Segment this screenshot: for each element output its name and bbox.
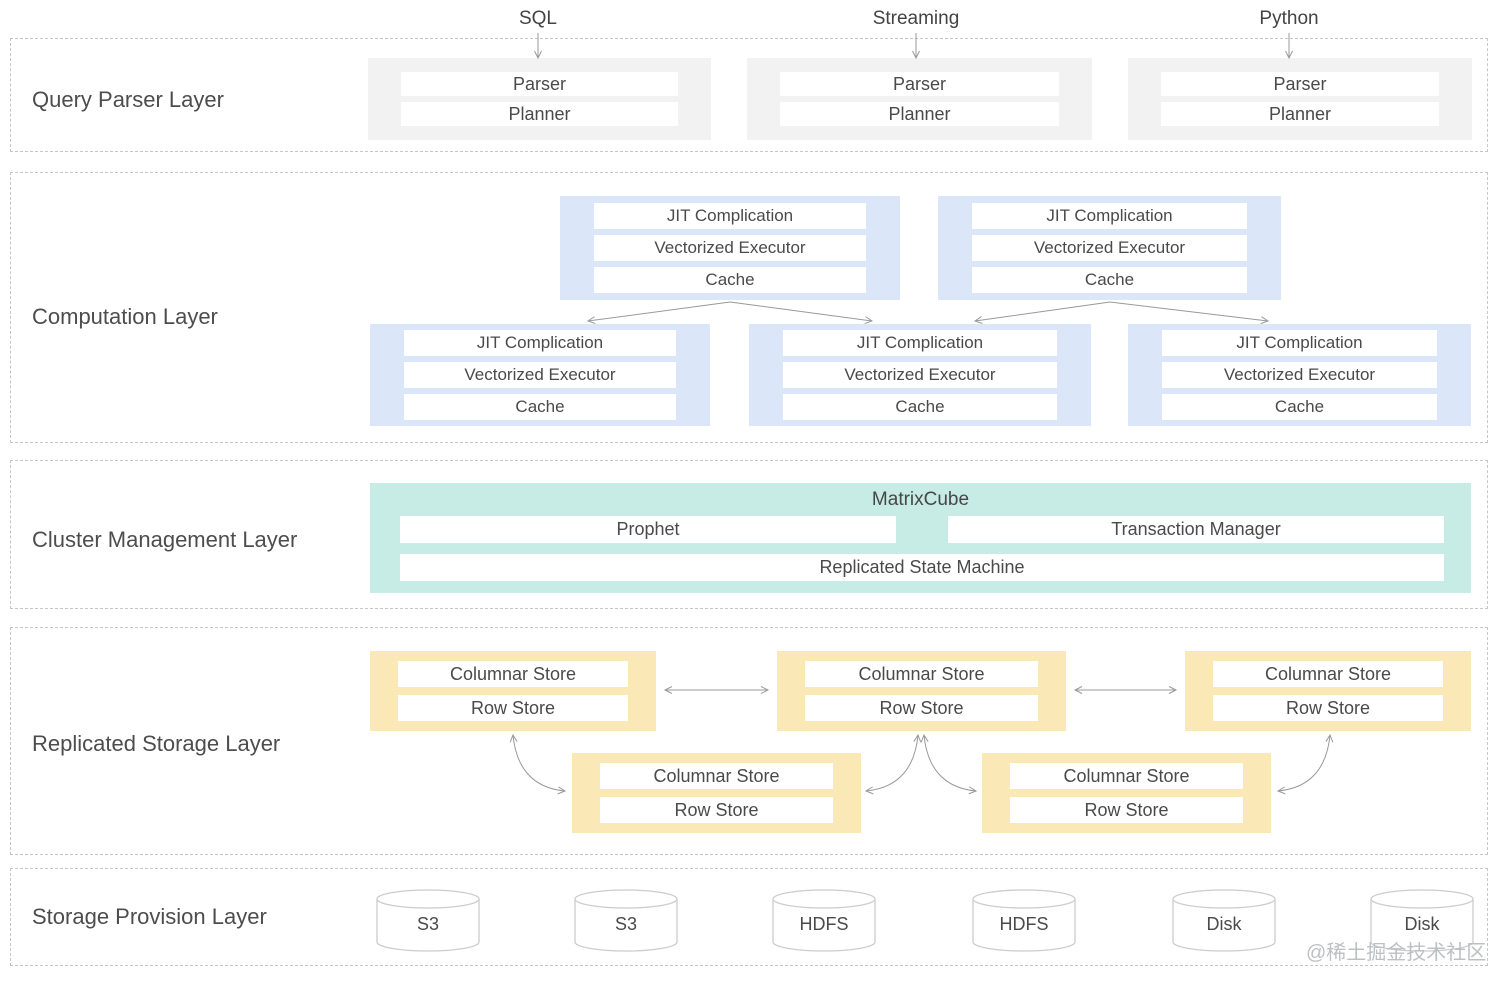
layer-label-storage-provision: Storage Provision Layer — [32, 904, 267, 929]
query-parser-box-python: Parser Planner — [1128, 58, 1472, 140]
vectorized-executor-row: Vectorized Executor — [1162, 362, 1437, 388]
cylinder-hdfs-2: HDFS — [971, 888, 1077, 958]
vectorized-executor-row: Vectorized Executor — [783, 362, 1057, 388]
vectorized-executor-row: Vectorized Executor — [594, 235, 866, 261]
columnar-store-row: Columnar Store — [1213, 661, 1443, 687]
planner-row: Planner — [401, 102, 678, 126]
columnar-store-row: Columnar Store — [398, 661, 628, 687]
watermark: @稀土掘金技术社区 — [1306, 942, 1487, 964]
replicated-state-machine-box: Replicated State Machine — [400, 554, 1444, 581]
database-cylinder-icon — [1172, 889, 1276, 952]
columnar-store-row: Columnar Store — [805, 661, 1038, 687]
computation-node-bottom-2: JIT Complication Vectorized Executor Cac… — [749, 324, 1091, 426]
cylinder-label: Disk — [1206, 914, 1242, 934]
row-store-row: Row Store — [1010, 797, 1243, 823]
cylinder-disk-2: Disk — [1369, 888, 1475, 958]
query-parser-box-streaming: Parser Planner — [747, 58, 1092, 140]
cylinder-s3-1: S3 — [375, 888, 481, 958]
transaction-manager-box: Transaction Manager — [948, 516, 1444, 543]
database-cylinder-icon — [1370, 889, 1474, 952]
layer-computation — [10, 172, 1488, 443]
cylinder-hdfs-1: HDFS — [771, 888, 877, 958]
columnar-store-row: Columnar Store — [1010, 763, 1243, 789]
cylinder-label: Disk — [1404, 914, 1440, 934]
planner-row: Planner — [780, 102, 1059, 126]
vectorized-executor-row: Vectorized Executor — [972, 235, 1247, 261]
cylinder-s3-2: S3 — [573, 888, 679, 958]
jit-compilation-row: JIT Complication — [783, 330, 1057, 356]
layer-storage-provision — [10, 868, 1488, 966]
jit-compilation-row: JIT Complication — [404, 330, 676, 356]
columnar-store-row: Columnar Store — [600, 763, 833, 789]
jit-compilation-row: JIT Complication — [1162, 330, 1437, 356]
parser-row: Parser — [401, 72, 678, 96]
prophet-box: Prophet — [400, 516, 896, 543]
input-label-sql: SQL — [518, 8, 558, 29]
storage-node-top-3: Columnar Store Row Store — [1185, 651, 1471, 731]
jit-compilation-row: JIT Complication — [594, 203, 866, 229]
input-label-streaming: Streaming — [872, 8, 960, 29]
layer-query-parser — [10, 38, 1488, 152]
query-parser-box-sql: Parser Planner — [368, 58, 711, 140]
storage-node-top-1: Columnar Store Row Store — [370, 651, 656, 731]
layer-label-computation: Computation Layer — [32, 304, 218, 329]
layer-cluster-management — [10, 460, 1488, 609]
input-label-python: Python — [1259, 8, 1319, 29]
row-store-row: Row Store — [600, 797, 833, 823]
cache-row: Cache — [594, 267, 866, 293]
matrixcube-title: MatrixCube — [871, 489, 970, 510]
storage-node-top-2: Columnar Store Row Store — [777, 651, 1066, 731]
storage-node-bottom-1: Columnar Store Row Store — [572, 753, 861, 833]
parser-row: Parser — [1161, 72, 1439, 96]
cylinder-label: S3 — [416, 914, 440, 934]
cache-row: Cache — [972, 267, 1247, 293]
row-store-row: Row Store — [805, 695, 1038, 721]
planner-row: Planner — [1161, 102, 1439, 126]
cylinder-label: HDFS — [999, 914, 1049, 934]
cache-row: Cache — [404, 394, 676, 420]
cache-row: Cache — [783, 394, 1057, 420]
database-cylinder-icon — [574, 889, 678, 952]
row-store-row: Row Store — [1213, 695, 1443, 721]
database-cylinder-icon — [772, 889, 876, 952]
vectorized-executor-row: Vectorized Executor — [404, 362, 676, 388]
cache-row: Cache — [1162, 394, 1437, 420]
layer-label-cluster-management: Cluster Management Layer — [32, 527, 298, 552]
computation-node-top-1: JIT Complication Vectorized Executor Cac… — [560, 196, 900, 300]
layer-label-replicated-storage: Replicated Storage Layer — [32, 731, 281, 756]
database-cylinder-icon — [972, 889, 1076, 952]
computation-node-bottom-1: JIT Complication Vectorized Executor Cac… — [370, 324, 710, 426]
computation-node-top-2: JIT Complication Vectorized Executor Cac… — [938, 196, 1281, 300]
matrixcube-container: MatrixCube Prophet Transaction Manager R… — [370, 483, 1471, 593]
row-store-row: Row Store — [398, 695, 628, 721]
layer-label-query-parser: Query Parser Layer — [32, 87, 224, 112]
database-cylinder-icon — [376, 889, 480, 952]
jit-compilation-row: JIT Complication — [972, 203, 1247, 229]
cylinder-disk-1: Disk — [1171, 888, 1277, 958]
cylinder-label: S3 — [614, 914, 638, 934]
layer-replicated-storage — [10, 627, 1488, 855]
cylinder-label: HDFS — [799, 914, 849, 934]
storage-node-bottom-2: Columnar Store Row Store — [982, 753, 1271, 833]
computation-node-bottom-3: JIT Complication Vectorized Executor Cac… — [1128, 324, 1471, 426]
parser-row: Parser — [780, 72, 1059, 96]
